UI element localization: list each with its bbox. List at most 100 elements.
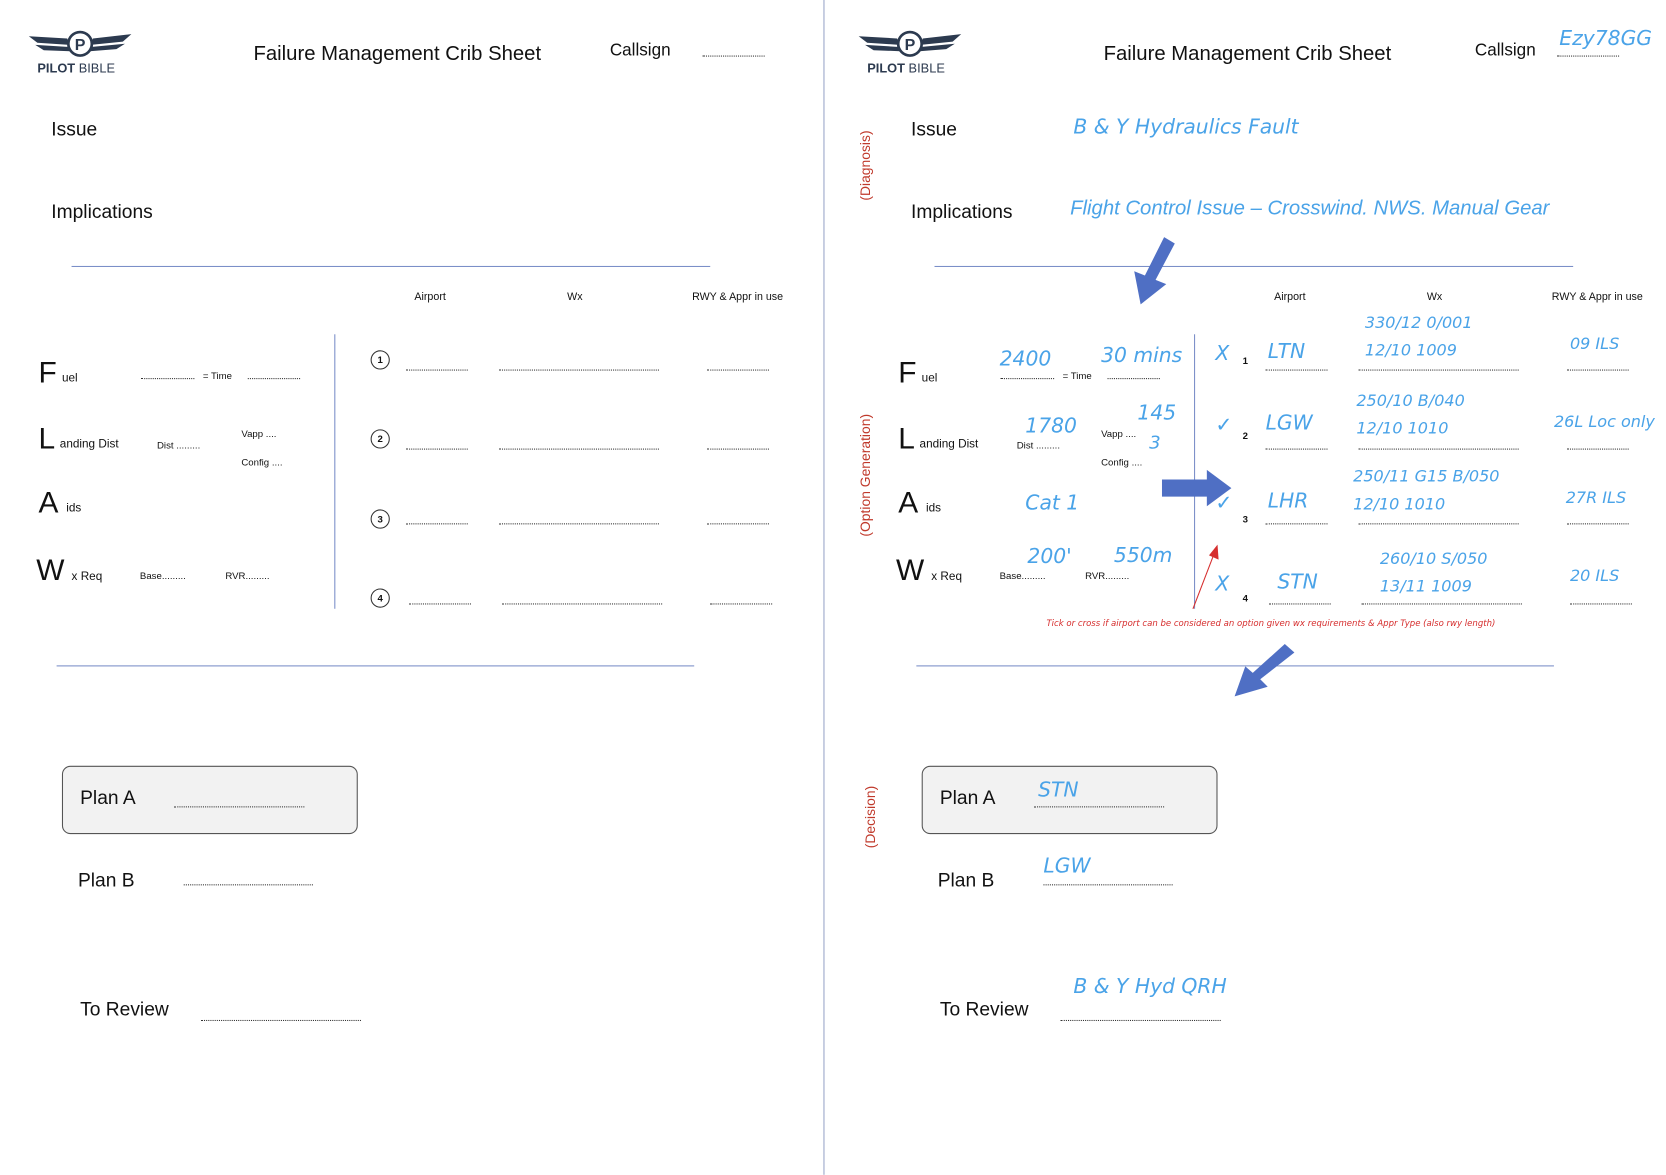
- fuel-field[interactable]: [140, 378, 195, 380]
- plan-b-label: Plan B: [937, 869, 995, 891]
- fuel-label: uel: [61, 371, 78, 385]
- option-mark-4[interactable]: X: [1215, 572, 1230, 596]
- rwy-field-2[interactable]: [1566, 448, 1629, 450]
- wx-value-line2-3[interactable]: 12/10 1010: [1353, 494, 1446, 514]
- wx-field-4[interactable]: [501, 603, 663, 605]
- vapp-label: Vapp ....: [241, 428, 277, 439]
- wx-field-2[interactable]: [498, 448, 659, 450]
- rwy-field-3[interactable]: [1566, 523, 1629, 525]
- rwy-field-4[interactable]: [1569, 603, 1632, 605]
- to-review-label: To Review: [80, 998, 169, 1020]
- base-value[interactable]: 200': [1027, 544, 1072, 569]
- logo-text: PILOT BIBLE: [867, 61, 945, 76]
- rvr-value[interactable]: 550m: [1113, 543, 1173, 568]
- plan-b-label: Plan B: [77, 869, 135, 891]
- logo-text: PILOT BIBLE: [37, 61, 115, 76]
- aids-letter: A: [898, 485, 919, 520]
- rwy-field-2[interactable]: [707, 448, 769, 450]
- plan-a-value[interactable]: STN: [1038, 778, 1079, 803]
- rwy-field-3[interactable]: [707, 523, 769, 525]
- wx-field-2[interactable]: [1358, 448, 1519, 450]
- callsign-field[interactable]: [1557, 55, 1620, 57]
- column-header-rwy: RWY & Appr in use: [1551, 291, 1643, 304]
- airport-field-2[interactable]: [405, 448, 468, 450]
- time-value[interactable]: 30 mins: [1101, 343, 1183, 368]
- issue-label: Issue: [911, 118, 957, 140]
- issue-label: Issue: [51, 118, 98, 140]
- landing-label: anding Dist: [919, 437, 979, 451]
- vapp-value[interactable]: 145: [1137, 401, 1177, 426]
- wx-value-line2-4[interactable]: 13/11 1009: [1379, 576, 1472, 596]
- aids-value[interactable]: Cat 1: [1025, 491, 1080, 515]
- option-mark-1[interactable]: X: [1215, 341, 1230, 366]
- rwy-field-4[interactable]: [710, 603, 773, 605]
- wx-field-3[interactable]: [498, 523, 659, 525]
- airport-field-1[interactable]: [405, 369, 468, 371]
- rwy-value-2[interactable]: 26L Loc only: [1553, 412, 1655, 432]
- plan-b-field[interactable]: [183, 884, 313, 886]
- rwy-value-4[interactable]: 20 ILS: [1569, 566, 1620, 586]
- callsign-field[interactable]: [702, 55, 765, 57]
- plan-a-field[interactable]: [174, 806, 305, 808]
- callsign-value[interactable]: Ezy78GG: [1559, 26, 1653, 51]
- fuel-letter: F: [898, 355, 917, 389]
- rwy-field-1[interactable]: [1566, 369, 1629, 371]
- airport-field-3[interactable]: [1265, 523, 1328, 525]
- option-number-1: 1: [370, 350, 390, 370]
- wx-field-1[interactable]: [1358, 369, 1519, 371]
- option-mark-3[interactable]: ✓: [1215, 491, 1233, 515]
- airport-field-4[interactable]: [409, 603, 471, 605]
- rwy-value-1[interactable]: 09 ILS: [1569, 334, 1620, 354]
- to-review-field[interactable]: [200, 1019, 361, 1022]
- airport-value-4[interactable]: STN: [1277, 570, 1318, 594]
- time-label: = Time: [1062, 370, 1092, 382]
- rwy-field-1[interactable]: [707, 369, 769, 371]
- to-review-field[interactable]: [1060, 1019, 1221, 1022]
- airport-field-4[interactable]: [1268, 603, 1331, 605]
- wx-field-4[interactable]: [1361, 603, 1522, 605]
- issue-value[interactable]: B & Y Hydraulics Fault: [1073, 115, 1299, 139]
- option-number-2: 2: [1242, 430, 1248, 442]
- wx-req-letter: W: [36, 553, 65, 587]
- airport-value-2[interactable]: LGW: [1265, 411, 1313, 435]
- wx-field-3[interactable]: [1358, 523, 1519, 525]
- wx-req-letter: W: [896, 553, 925, 587]
- top-rule: [934, 265, 1574, 267]
- wx-value-line2-2[interactable]: 12/10 1010: [1356, 418, 1449, 438]
- time-field[interactable]: [1107, 378, 1160, 380]
- dist-value[interactable]: 1780: [1025, 414, 1077, 438]
- time-field[interactable]: [247, 378, 301, 380]
- plan-b-value[interactable]: LGW: [1043, 854, 1091, 878]
- fuel-field[interactable]: [1000, 378, 1055, 380]
- airport-value-1[interactable]: LTN: [1267, 339, 1306, 364]
- config-value[interactable]: 3: [1149, 432, 1161, 454]
- wx-value-line1-1[interactable]: 330/12 0/001: [1364, 312, 1473, 333]
- plan-b-field[interactable]: [1043, 884, 1173, 886]
- airport-field-3[interactable]: [405, 523, 468, 525]
- bottom-rule: [56, 665, 695, 667]
- airport-value-3[interactable]: LHR: [1267, 489, 1309, 513]
- rvr-label: RVR.........: [225, 570, 270, 581]
- implications-label: Implications: [911, 200, 1013, 223]
- implications-value[interactable]: Flight Control Issue – Crosswind. NWS. M…: [1070, 197, 1550, 221]
- fuel-value[interactable]: 2400: [999, 347, 1052, 371]
- airport-field-1[interactable]: [1265, 369, 1328, 371]
- wx-req-label: x Req: [931, 570, 963, 584]
- option-number-2: 2: [370, 429, 390, 449]
- plan-a-field[interactable]: [1033, 806, 1165, 808]
- airport-field-2[interactable]: [1265, 448, 1328, 450]
- wx-value-line1-3[interactable]: 250/11 G15 B/050: [1353, 466, 1500, 486]
- top-rule: [71, 265, 711, 267]
- column-header-airport: Airport: [1274, 291, 1306, 304]
- wx-field-1[interactable]: [498, 369, 659, 371]
- plan-a-label: Plan A: [80, 787, 136, 809]
- wx-value-line1-4[interactable]: 260/10 S/050: [1379, 548, 1488, 569]
- bottom-rule: [916, 665, 1554, 667]
- option-mark-2[interactable]: ✓: [1215, 413, 1233, 437]
- wx-value-line1-2[interactable]: 250/10 B/040: [1356, 390, 1465, 411]
- vapp-label: Vapp ....: [1101, 428, 1137, 439]
- rwy-value-3[interactable]: 27R ILS: [1565, 488, 1627, 508]
- wx-value-line2-1[interactable]: 12/10 1009: [1364, 340, 1457, 360]
- to-review-value[interactable]: B & Y Hyd QRH: [1073, 975, 1227, 999]
